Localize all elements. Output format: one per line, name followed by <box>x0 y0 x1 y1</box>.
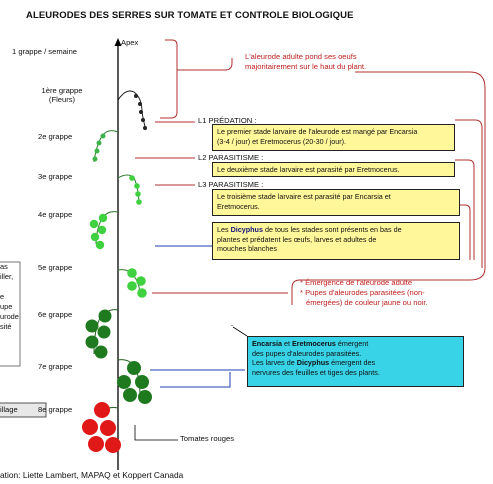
cyan-emergent: émergent <box>335 339 369 348</box>
note-emergence-line1: * Émergence de l'aleurode adulte <box>300 278 413 287</box>
dicyphus-line1-pre: Les <box>217 225 231 234</box>
note-adult-line1: L'aleurode adulte pond ses oeufs <box>245 52 357 61</box>
blue-connectors <box>150 245 245 388</box>
emergence-cyan-box: Encarsia et Eretmocerus émergent des pup… <box>247 336 464 387</box>
stage-l2-line1: Le deuxième stade larvaire est parasité … <box>217 165 400 174</box>
cluster-2e-grappe <box>92 130 119 163</box>
stage-l1-line2: (3-4 / jour) et Eretmocerus (20-30 / jou… <box>217 136 347 146</box>
cyan-line4: nervures des feuilles et tiges des plant… <box>252 367 380 377</box>
cluster-7e-grappe <box>117 359 152 404</box>
note-emergence-line2: * Pupes d'aleurodes parasitées (non- <box>300 288 425 297</box>
cyan-line3-post: émergent des <box>329 358 376 367</box>
diagram-title: ALEURODES DES SERRES SUR TOMATE ET CONTR… <box>26 10 354 21</box>
black-connectors <box>134 325 248 441</box>
cyan-encarsia: Encarsia <box>252 339 282 348</box>
apex-label: Apex <box>121 38 139 47</box>
red-connectors <box>135 39 486 305</box>
label-5e-grappe: 5e grappe <box>38 263 73 272</box>
stage-l3-box: Le troisième stade larvaire est parasité… <box>212 189 460 216</box>
label-8e-grappe: 8e grappe <box>38 405 73 414</box>
note-adult-line2: majoritairement sur le haut du plant. <box>245 62 367 71</box>
note-adult-lays-eggs: L'aleurode adulte pond ses oeufs majorit… <box>245 52 366 72</box>
cyan-et: et <box>281 339 292 348</box>
cluster-6e-grappe <box>85 309 119 359</box>
cyan-line3: Les larves de Dicyphus émergent des <box>252 358 459 368</box>
label-6e-grappe: 6e grappe <box>38 310 73 319</box>
stage-l1-label: L1 PRÉDATION : <box>198 116 257 125</box>
label-1ere-grappe-line1: 1ère grappe <box>41 86 83 95</box>
stage-l1-box: Le premier stade larvaire de l'aleurode … <box>212 124 455 151</box>
dicyphus-line1-post: de tous les stades sont présents en bas … <box>262 225 402 234</box>
stage-l2-label: L2 PARASITISME : <box>198 153 264 162</box>
main-stem <box>114 38 122 470</box>
left-box-line6: urode <box>0 312 19 321</box>
label-3e-grappe: 3e grappe <box>38 172 73 181</box>
cluster-3e-grappe <box>117 174 142 205</box>
dicyphus-line1-bold: Dicyphus <box>230 225 263 234</box>
label-2e-grappe: 2e grappe <box>38 132 73 141</box>
label-tomates-rouges: Tomates rouges <box>180 434 235 443</box>
stage-l3-label: L3 PARASITISME : <box>198 180 264 189</box>
dicyphus-line2: plantes et prédatent les œufs, larves et… <box>217 234 377 244</box>
cyan-line3-pre: Les larves de <box>252 358 297 367</box>
stage-l1-line1: Le premier stade larvaire de l'aleurode … <box>217 127 418 136</box>
left-partial-box-outline <box>0 261 21 367</box>
stage-l3-line1: Le troisième stade larvaire est parasité… <box>217 192 391 201</box>
cyan-eretmocerus: Eretmocerus <box>291 339 336 348</box>
cluster-5e-grappe <box>117 268 147 298</box>
label-1ere-grappe-line2: (Fleurs) <box>48 95 76 104</box>
stage-l3-line2: Eretmocerus. <box>217 201 260 211</box>
left-label-box-outline <box>0 402 47 418</box>
cluster-1ere-grappe-flowers <box>117 90 147 131</box>
left-box-line3 <box>0 282 20 292</box>
left-box-line1: as <box>0 262 8 271</box>
cyan-line3-bold: Dicyphus <box>296 358 330 367</box>
cluster-8e-grappe-tomatoes <box>82 402 121 453</box>
note-emergence: * Émergence de l'aleurode adulte * Pupes… <box>300 278 428 308</box>
cyan-line1: Encarsia et Eretmocerus émergent <box>252 339 459 349</box>
note-emergence-line3: émergées) de couleur jaune ou noir. <box>306 298 428 307</box>
label-7e-grappe: 7e grappe <box>38 362 73 371</box>
cyan-line2: des pupes d'aleurodes parasitées. <box>252 348 362 358</box>
dicyphus-line3: mouches blanches <box>217 244 277 253</box>
cluster-4e-grappe <box>89 211 119 250</box>
left-box-line7: sité <box>0 322 12 331</box>
label-1ere-grappe: 1ère grappe (Fleurs) <box>36 86 88 104</box>
left-box-line5: upe <box>0 302 13 311</box>
stage-l2-box: Le deuxième stade larvaire est parasité … <box>212 162 455 177</box>
label-1-grappe-semaine: 1 grappe / semaine <box>12 47 78 56</box>
credit-line: ation: Liette Lambert, MAPAQ et Koppert … <box>0 470 184 480</box>
left-label-illage: illage <box>0 405 18 414</box>
dicyphus-box: Les Dicyphus de tous les stades sont pré… <box>212 222 460 260</box>
left-box-line2: iller, <box>0 272 14 281</box>
left-partial-box: as iller, e upe urode sité <box>0 262 20 366</box>
dicyphus-line1: Les Dicyphus de tous les stades sont pré… <box>217 225 455 235</box>
label-4e-grappe: 4e grappe <box>38 210 73 219</box>
left-box-line4: e <box>0 292 5 301</box>
